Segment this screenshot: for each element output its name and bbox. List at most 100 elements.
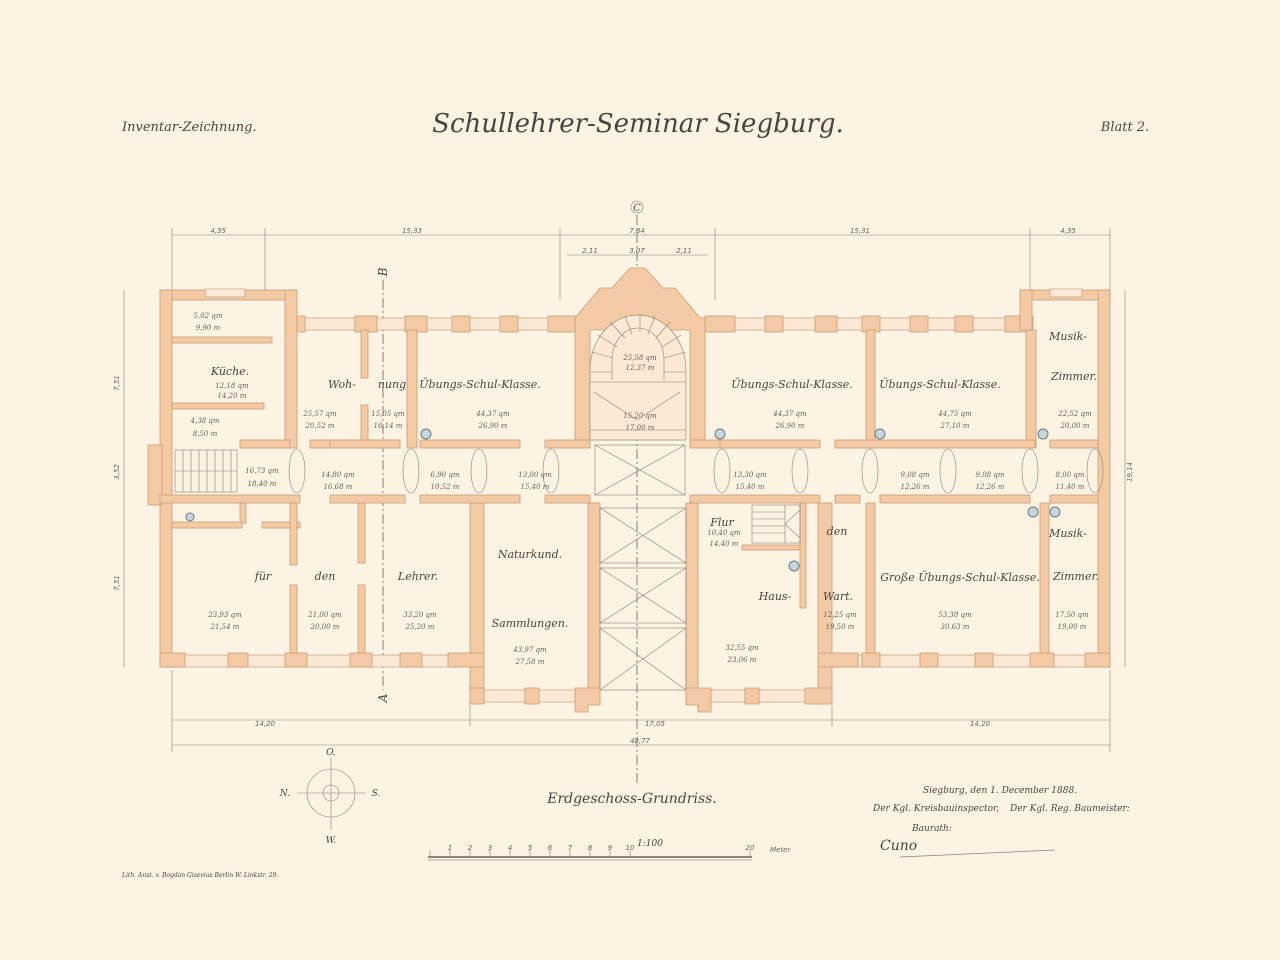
stove-icon (874, 428, 886, 440)
dim-label: 14,20 (255, 720, 276, 728)
signatory-title: Baurath: (911, 824, 952, 834)
room-measure: 14,20 m (218, 392, 247, 400)
room-measure: 14,40 m (710, 540, 739, 548)
room-labels: Küche. 12,18 qm 14,20 m Woh- nung 25,57 … (210, 330, 1099, 666)
dim-label: 15,31 (850, 227, 870, 235)
room-area: 23,93 qm (207, 611, 242, 619)
scale-bar: 1:100 1 2 3 4 5 6 7 8 9 10 20 Meter (428, 839, 791, 861)
scale-tick: 9 (608, 844, 613, 852)
stove-icon (1037, 428, 1049, 440)
room-area: 13,00 qm (518, 471, 552, 479)
room-area: 32,55 qm (725, 644, 759, 652)
compass-west: W. (326, 836, 337, 846)
place-date: Siegburg, den 1. December 1888. (923, 786, 1077, 796)
room-measure: 19,00 m (1058, 623, 1087, 631)
printer-credit: Lith. Anst. v. Bogdan Gisevius Berlin W.… (121, 872, 278, 879)
room-measure: 26,90 m (775, 422, 805, 430)
section-marker: B (376, 267, 390, 277)
room-label-classroom: Übungs-Schul-Klasse. (419, 377, 541, 391)
room-area: 5,02 qm (194, 312, 223, 320)
room-area: 14,80 qm (321, 471, 355, 479)
room-area: 43,97 qm (512, 646, 547, 654)
stoves (185, 428, 1061, 572)
room-measure: 20,52 m (305, 422, 335, 430)
corridor-doors (288, 448, 1104, 494)
room-area: 9,08 qm (976, 471, 1005, 479)
room-area: 12,25 qm (823, 611, 857, 619)
compass-south: S. (372, 789, 381, 799)
dim-label: 7,51 (113, 375, 121, 391)
scale-tick: 4 (508, 844, 512, 852)
dim-label: 17,05 (645, 720, 666, 728)
dim-label: 19,14 (1126, 462, 1134, 482)
room-measure: 16,14 m (374, 422, 403, 430)
room-measure: 8,50 m (193, 430, 218, 438)
room-label-wohnung-2: nung (378, 378, 406, 391)
room-measure: 30,63 m (941, 623, 970, 631)
scale-tick: 7 (568, 844, 573, 852)
dim-label: 4,35 (1060, 227, 1076, 235)
room-label-wohnung: Woh- (328, 378, 356, 391)
drawing-title: Schullehrer-Seminar Siegburg. (432, 109, 844, 139)
compass-rose: O. N. S. W. (279, 748, 381, 846)
room-measure: 12,37 m (626, 364, 655, 372)
stove-icon (1049, 506, 1061, 518)
room-area: 22,52 qm (1057, 410, 1092, 418)
room-label-classroom: Übungs-Schul-Klasse. (731, 377, 853, 391)
signatory-1: Der Kgl. Kreisbauinspector, (872, 804, 999, 814)
room-area: 8,00 qm (1056, 471, 1085, 479)
room-label-sammlungen-2: Sammlungen. (492, 617, 569, 630)
room-measure: 16,68 m (324, 483, 353, 491)
stove-icon (714, 428, 726, 440)
room-label-sammlungen: Naturkund. (497, 548, 562, 561)
dim-label: 4,35 (210, 227, 226, 235)
room-label-hauswart-2: Wart. (823, 590, 853, 603)
scale-tick: 10 (626, 844, 635, 852)
central-vestibule (594, 444, 687, 691)
signatory-2: Der Kgl. Reg. Baumeister: (1009, 804, 1130, 814)
room-measure: 25,20 m (405, 623, 435, 631)
scale-tick: 6 (548, 844, 553, 852)
spiral-stair-treads (590, 314, 687, 431)
room-measure: 9,90 m (196, 324, 221, 332)
flur-stair (751, 504, 801, 544)
room-measure: 20,00 m (310, 623, 340, 631)
room-area: 25,57 qm (302, 410, 337, 418)
room-area: 10,40 qm (707, 529, 741, 537)
scale-tick: 3 (488, 844, 492, 852)
room-measure: 15,40 m (736, 483, 765, 491)
section-marker: A (376, 693, 390, 703)
dim-label: 7,84 (629, 227, 645, 235)
room-measure: 20,00 m (1060, 422, 1090, 430)
room-area: 15,20 qm (623, 412, 657, 420)
dim-label: 7,51 (113, 575, 121, 591)
scale-tick: 8 (588, 844, 593, 852)
sheet-number: Blatt 2. (1100, 120, 1149, 135)
room-label-hauswart-3: den (827, 525, 848, 538)
building-walls (147, 267, 1111, 713)
handwritten-signature: Cuno (880, 838, 917, 854)
room-area: 33,20 qm (403, 611, 437, 619)
room-measure: 18,40 m (248, 480, 277, 488)
room-area: 25,58 qm (622, 354, 657, 362)
room-label-musikzimmer-2: Zimmer. (1050, 370, 1097, 383)
room-measure: 12,26 m (976, 483, 1005, 491)
bottom-dimension-chain: 14,20 17,05 14,20 40,77 (171, 670, 1111, 752)
room-area: 44,37 qm (475, 410, 510, 418)
room-measure: 11,40 m (1056, 483, 1085, 491)
room-area: 13,30 qm (733, 471, 767, 479)
dim-label: 2,11 (676, 247, 692, 255)
scale-tick: 2 (468, 844, 473, 852)
section-marker: C (633, 203, 641, 214)
room-measure: 12,26 m (901, 483, 930, 491)
room-area: 21,00 qm (307, 611, 342, 619)
room-measure: 21,54 m (210, 623, 240, 631)
room-measure: 17,00 m (626, 424, 655, 432)
room-label-grosse-klasse: Große Übungs-Schul-Klasse. (880, 570, 1040, 584)
dim-label: 40,77 (630, 737, 651, 745)
room-measure: 15,40 m (521, 483, 550, 491)
room-area: 53,38 qm (938, 611, 972, 619)
room-measure: 26,90 m (478, 422, 508, 430)
